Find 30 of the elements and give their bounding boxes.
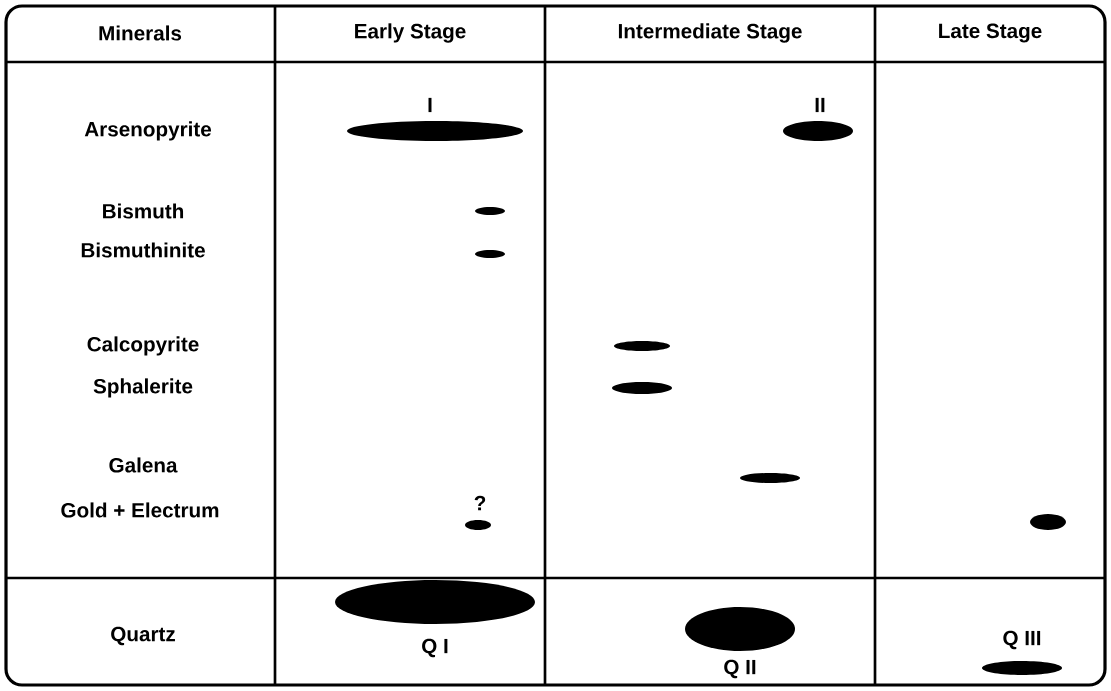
stage-bar [347,121,523,141]
stage-label: ? [474,495,486,511]
mineral-name: Sphalerite [93,378,193,398]
mineral-name: Arsenopyrite [84,121,212,141]
mineral-name: Quartz [111,626,175,646]
stage-bar [614,341,670,351]
stage-bar [685,607,795,651]
stage-bar [335,580,535,624]
column-header: Late Stage [939,23,1042,43]
mineral-name: Bismuth [103,203,184,219]
stage-bar [740,473,800,483]
column-header: Minerals [99,25,182,41]
stage-label: II [815,97,825,113]
stage-label: Q III [1003,630,1041,650]
mineral-name: Calcopyrite [87,336,199,356]
stage-bar [982,661,1062,675]
column-header: Intermediate Stage [618,23,802,43]
mineral-name: Bismuthinite [81,242,205,258]
stage-label: Q II [724,659,756,679]
column-header: Early Stage [355,23,466,43]
stage-bar [783,121,853,141]
stage-bar [475,207,505,215]
mineral-name: Galena [109,457,178,473]
stage-bar [465,520,491,530]
mineral-name: Gold + Electrum [61,502,219,518]
stage-bar [1030,514,1066,530]
stage-label: Q I [422,638,448,658]
stage-bar [612,382,672,394]
stage-label: I [428,97,432,113]
stage-bar [475,250,505,258]
